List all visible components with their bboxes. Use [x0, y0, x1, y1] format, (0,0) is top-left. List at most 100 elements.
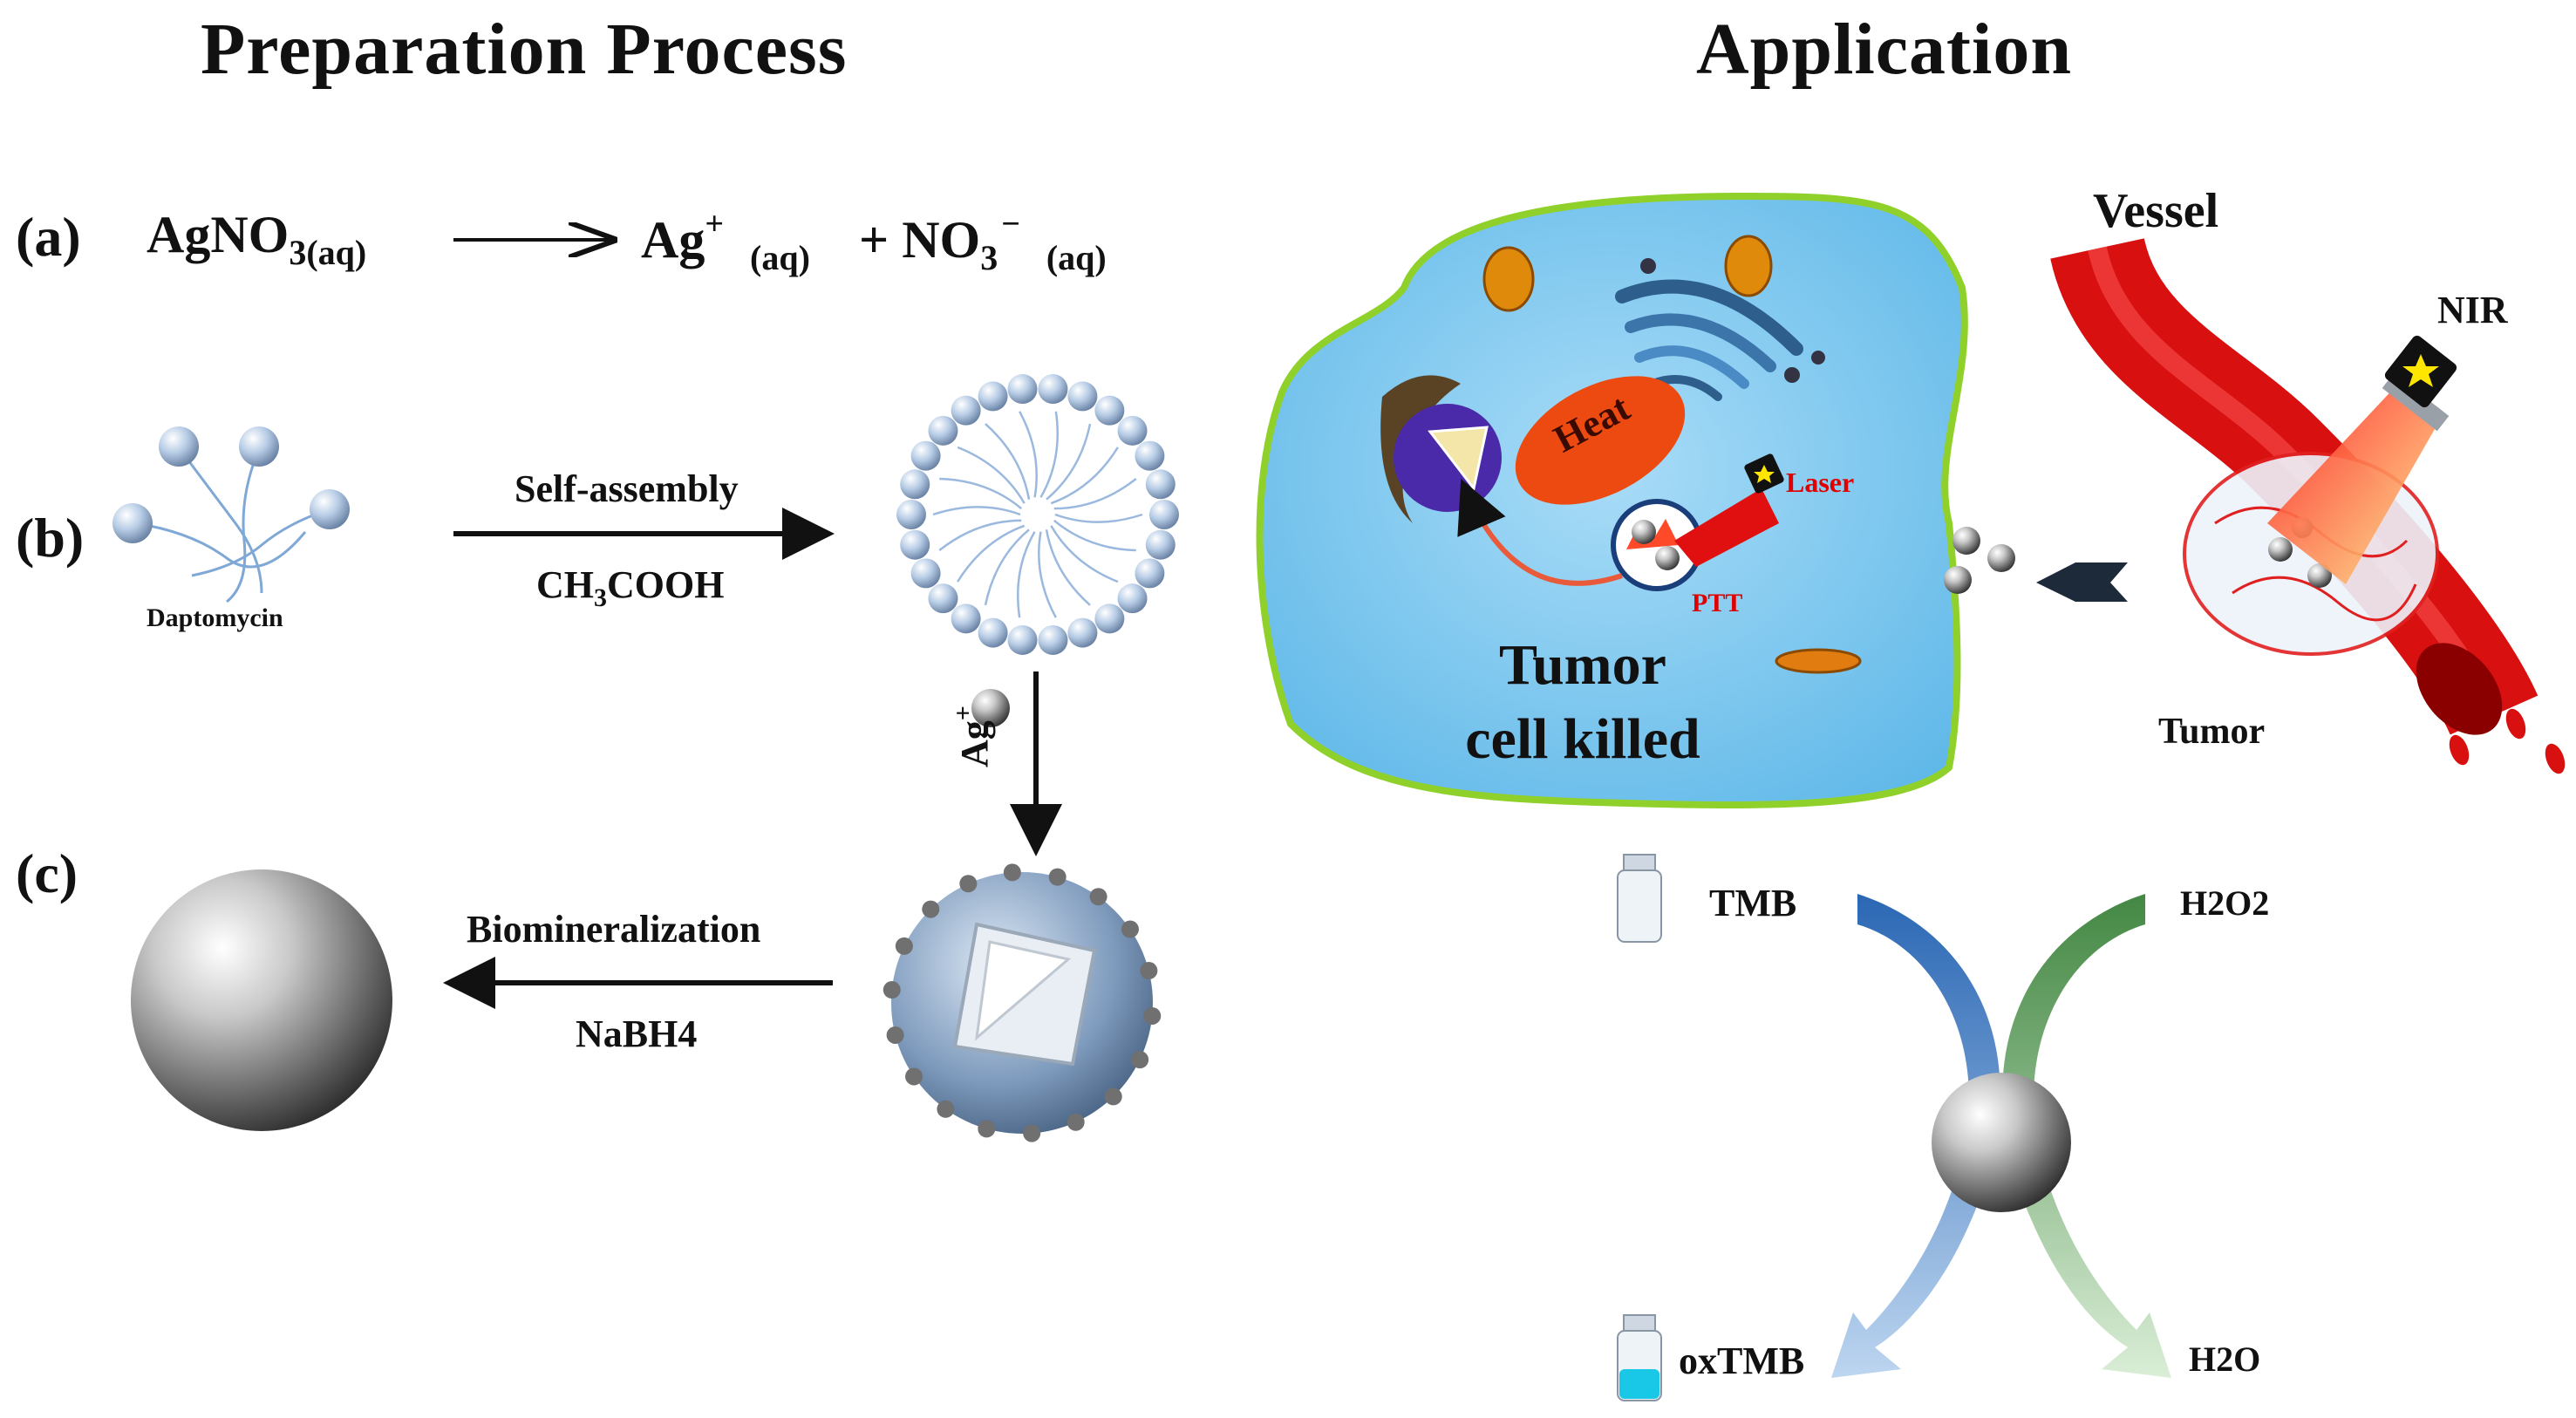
- laser-device: [1674, 453, 1784, 567]
- oxtmb-vial: [1617, 1314, 1662, 1401]
- silver-seed-dot: [1104, 1087, 1122, 1106]
- vesicle-head-bead: [900, 469, 930, 500]
- product-ag-ion: Ag+(aq): [641, 206, 810, 277]
- silver-seed-dot: [1089, 888, 1107, 906]
- lipid-tail: [1053, 519, 1136, 552]
- vesicle-head-bead: [1038, 624, 1068, 655]
- vesicle-head-bead: [978, 617, 1008, 648]
- lipid-tail: [985, 423, 1031, 500]
- vesicle-head-bead: [910, 440, 941, 471]
- vesicle-head-bead: [928, 583, 958, 614]
- tmb-vial: [1617, 854, 1662, 943]
- tumor-killed-line1: Tumor: [1499, 633, 1666, 697]
- golgi-apparatus: [1615, 258, 1825, 401]
- vesicle-head-bead: [1067, 617, 1098, 648]
- lipid-tail: [1038, 531, 1057, 618]
- vesicle-head-bead: [1007, 374, 1038, 405]
- endosome: [1611, 499, 1703, 591]
- lipid-tail: [939, 477, 1023, 510]
- lipid-tail: [1053, 477, 1137, 510]
- silver-seed-dot: [905, 1067, 923, 1086]
- step-c-label: (c): [16, 842, 78, 904]
- lipid-tail: [1019, 411, 1038, 498]
- vesicle-head-bead: [1145, 469, 1176, 500]
- vesicle-head-bead: [951, 395, 981, 426]
- mitochondrion: [1482, 246, 1535, 312]
- silver-seed-dot: [1131, 1051, 1149, 1069]
- silver-seed-dot: [886, 1026, 904, 1044]
- lipid-tail: [1046, 423, 1092, 501]
- silver-seed-dot: [1023, 1124, 1041, 1142]
- tumor-label: Tumor: [2158, 712, 2266, 752]
- delivery-arrow: [2036, 562, 2128, 602]
- silver-seed-dot: [937, 1100, 955, 1118]
- vesicle-head-bead: [1145, 529, 1176, 560]
- vesicle-head-bead: [1094, 603, 1125, 634]
- lipid-tail: [957, 446, 1026, 504]
- silver-seed-dot: [883, 981, 901, 999]
- core-shell-particle: [883, 863, 1162, 1142]
- oxtmb-label: oxTMB: [1679, 1340, 1805, 1382]
- acetic-acid-label: CH3COOH: [536, 563, 725, 612]
- lipid-tail: [1050, 447, 1119, 505]
- tmb-label: TMB: [1709, 882, 1797, 924]
- nanoparticle: [1944, 566, 1972, 594]
- vesicle-head-bead: [1117, 415, 1148, 446]
- preparation-title: Preparation Process: [201, 9, 848, 90]
- nanoparticle: [1987, 544, 2015, 572]
- blood-drop: [2545, 743, 2566, 774]
- silver-seed-dot: [1003, 863, 1021, 882]
- lipid-tail: [1017, 531, 1036, 618]
- h2o2-label: H2O2: [2180, 883, 2270, 923]
- tumor-killed-line2: cell killed: [1465, 707, 1700, 771]
- vesicle-head-bead: [1007, 624, 1038, 655]
- tmb-to-oxtmb-arrow: [1831, 894, 2000, 1378]
- nir-device: [2382, 335, 2457, 432]
- vessel-opening: [2416, 643, 2503, 735]
- product-nitrate-ion: + NO3−(aq): [859, 206, 1107, 277]
- ptt-label: PTT: [1692, 589, 1743, 617]
- vesicle-head-bead: [1135, 440, 1165, 471]
- vesicle-head-bead: [1094, 395, 1125, 426]
- lipid-tail: [957, 524, 1026, 583]
- silver-seed-dot: [1067, 1113, 1085, 1131]
- reactant-agno3: AgNO3(aq): [147, 206, 367, 272]
- lipid-tail: [1050, 525, 1119, 583]
- self-assembly-label: Self-assembly: [515, 467, 739, 510]
- vessel-label: Vessel: [2093, 184, 2219, 238]
- silver-seed-dot: [922, 900, 940, 918]
- daptomycin-label: Daptomycin: [147, 603, 283, 632]
- mitochondrion: [1775, 648, 1862, 674]
- blood-drop: [2505, 708, 2526, 740]
- vesicle-head-bead: [1149, 500, 1179, 529]
- lipid-tail: [1054, 513, 1143, 523]
- step-a-label: (a): [16, 206, 81, 268]
- lipid-tail: [984, 528, 1030, 606]
- step-b-label: (b): [16, 507, 85, 569]
- vesicle-head-bead: [1038, 374, 1068, 405]
- vesicle-head-bead: [1135, 558, 1165, 589]
- nir-label: NIR: [2437, 289, 2508, 331]
- mitochondrion: [1724, 235, 1773, 297]
- nanoparticle: [1952, 527, 1980, 555]
- ag-ion-label: Ag+: [949, 706, 996, 767]
- nabh4-label: NaBH4: [576, 1012, 698, 1055]
- ag-ion-sphere: [971, 689, 1010, 727]
- lipid-tail: [938, 519, 1022, 552]
- vesicle-head-bead: [928, 415, 958, 446]
- h2o-label: H2O: [2189, 1340, 2261, 1379]
- vesicle-head-bead: [951, 603, 981, 634]
- vesicle-head-bead: [910, 558, 941, 589]
- catalyst-nanoparticle: [1932, 1073, 2071, 1212]
- vesicle-head-bead: [978, 381, 1008, 412]
- vesicle: [896, 374, 1179, 655]
- heat-blob: [1515, 376, 1686, 505]
- lipid-tail: [1045, 529, 1091, 606]
- silver-seed-dot: [1048, 868, 1067, 886]
- nir-beam: [2267, 384, 2442, 584]
- vesicle-head-bead: [1067, 381, 1098, 412]
- daptomycin-molecule: [112, 426, 350, 603]
- vesicle-head-bead: [896, 500, 926, 529]
- particle-trajectory-arrow: [1457, 478, 1623, 586]
